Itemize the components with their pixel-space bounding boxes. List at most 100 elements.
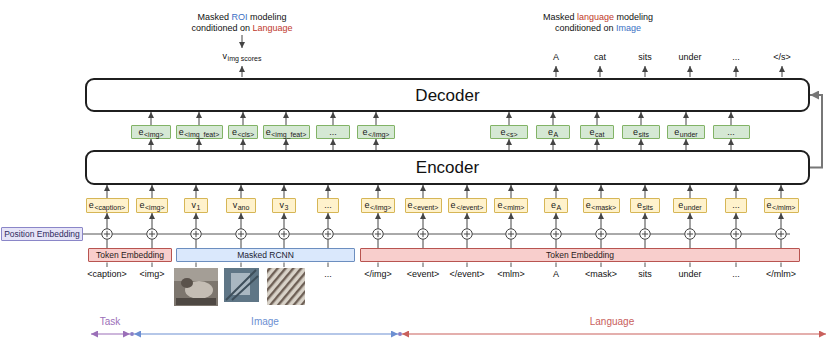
label-line: Maskedlanguagemodeling xyxy=(543,12,653,22)
sum-node xyxy=(776,229,786,239)
arrow-connector xyxy=(199,112,200,125)
arrow-connector xyxy=(641,139,642,150)
model-block: Encoder xyxy=(85,150,810,185)
node-text-group: e</img> xyxy=(365,201,392,210)
embedding-subscript: sits xyxy=(639,131,650,138)
node-text-group: e</mlm> xyxy=(767,201,796,210)
decoder-input-embedding: ... xyxy=(713,125,750,139)
input-token: <mask> xyxy=(585,269,617,279)
embedding-symbol: e xyxy=(674,127,679,137)
embedding-symbol: e xyxy=(232,127,237,137)
embedding-symbol: e xyxy=(266,127,271,137)
embedding-symbol: v xyxy=(233,200,238,210)
leader-arrow xyxy=(242,35,243,48)
node-text-group: ... xyxy=(727,128,735,137)
embedding-subscript: </event> xyxy=(456,204,483,211)
position-embedding-box: Position Embedding xyxy=(1,227,83,241)
output-token: ... xyxy=(732,52,740,62)
embedding-symbol: e xyxy=(408,200,413,210)
node-text-group: e<img> xyxy=(139,128,164,137)
segment-label: Image xyxy=(251,316,279,328)
sum-node xyxy=(551,229,561,239)
texture-thumbnail xyxy=(267,268,305,305)
label-line: </s> xyxy=(773,52,791,62)
embedding-symbol: e xyxy=(179,127,184,137)
embedding-symbol: e xyxy=(548,127,553,137)
embedding-symbol: ... xyxy=(732,200,740,210)
embedding-subscript: 1 xyxy=(197,204,201,211)
embedding-subscript: <s> xyxy=(506,131,518,138)
arrow-connector xyxy=(333,112,334,125)
arrow-connector xyxy=(333,139,334,150)
embedding-subscript: <caption> xyxy=(94,204,125,211)
node-text-group: e<img> xyxy=(140,201,165,210)
crop-lines xyxy=(226,270,258,300)
sum-nodes xyxy=(102,229,786,239)
node-text-group: ... xyxy=(324,201,332,210)
output-token: cat xyxy=(594,52,606,62)
embedding-symbol: e xyxy=(551,200,556,210)
label-line: MaskedROImodeling xyxy=(197,12,286,22)
encoder-input-embedding: e<img> xyxy=(136,198,168,213)
image-range xyxy=(134,333,398,334)
node-text-group: eunder xyxy=(674,128,697,137)
label-line: conditioned onImage xyxy=(555,23,641,33)
decoder-input-embedding: eunder xyxy=(667,125,705,139)
encoder-input-embedding: ... xyxy=(317,198,339,213)
embedding-symbol: e xyxy=(633,127,638,137)
encoder-input-embedding: e</mlm> xyxy=(764,198,799,213)
arrow-connector xyxy=(196,185,197,198)
embedding-subscript: </mlm> xyxy=(772,204,795,211)
sum-node xyxy=(191,229,201,239)
encoder-input-embedding: e</img> xyxy=(361,198,395,213)
sum-node xyxy=(147,229,157,239)
encoder-input-embedding: eA xyxy=(544,198,568,213)
node-text-group: e<mask> xyxy=(586,201,616,210)
sum-node xyxy=(640,229,650,239)
input-token: A xyxy=(553,269,559,279)
arrow-connector xyxy=(241,185,242,198)
embedding-subscript: 3 xyxy=(285,204,289,211)
segment-label: Language xyxy=(590,316,635,328)
input-token: sits xyxy=(638,269,652,279)
arrow-connector xyxy=(690,185,691,198)
embedding-subscript: under xyxy=(680,131,698,138)
embedding-symbol: ... xyxy=(727,127,735,137)
label-line: <mask> xyxy=(585,269,617,279)
output-arrow xyxy=(556,66,557,77)
node-text-group: e</img> xyxy=(363,128,390,137)
arrow-connector xyxy=(509,112,510,125)
label-line: under xyxy=(678,269,701,279)
photo-wall xyxy=(174,268,218,281)
arrow-connector xyxy=(286,139,287,150)
arrow-connector xyxy=(467,185,468,198)
decoder-input-embedding: e<img_feat> xyxy=(176,125,223,139)
arrow-connector xyxy=(284,185,285,198)
input-ticks xyxy=(107,263,781,268)
input-token: </mlm> xyxy=(766,269,796,279)
node-text-group: eunder xyxy=(678,201,701,210)
node-text-group: Masked RCNN xyxy=(237,251,294,260)
encoder-input-embedding: v3 xyxy=(272,198,296,213)
arrow-connector xyxy=(376,139,377,150)
arrow-connector xyxy=(243,112,244,125)
embedding-symbol: ... xyxy=(324,200,332,210)
embedding-symbol: e xyxy=(140,200,145,210)
embedding-subscript: </img> xyxy=(370,204,391,211)
objective-caption: conditioned on xyxy=(191,23,250,33)
output-label: img scores xyxy=(228,55,262,63)
label-line: Language xyxy=(590,316,635,328)
photo-ground xyxy=(174,268,218,306)
output-arrow xyxy=(600,66,601,77)
objective-caption: modeling xyxy=(250,12,287,22)
arrow-connector xyxy=(781,185,782,198)
encoder-input-embedding: v1 xyxy=(184,198,208,213)
sum-node xyxy=(102,229,112,239)
objective-caption: Masked xyxy=(543,12,575,22)
node-text-group: e<event> xyxy=(408,201,439,210)
embedding-symbol: e xyxy=(678,200,683,210)
objective-caption: ROI xyxy=(231,12,247,22)
embedding-symbol: e xyxy=(590,127,595,137)
objective-caption: Image xyxy=(616,23,641,33)
